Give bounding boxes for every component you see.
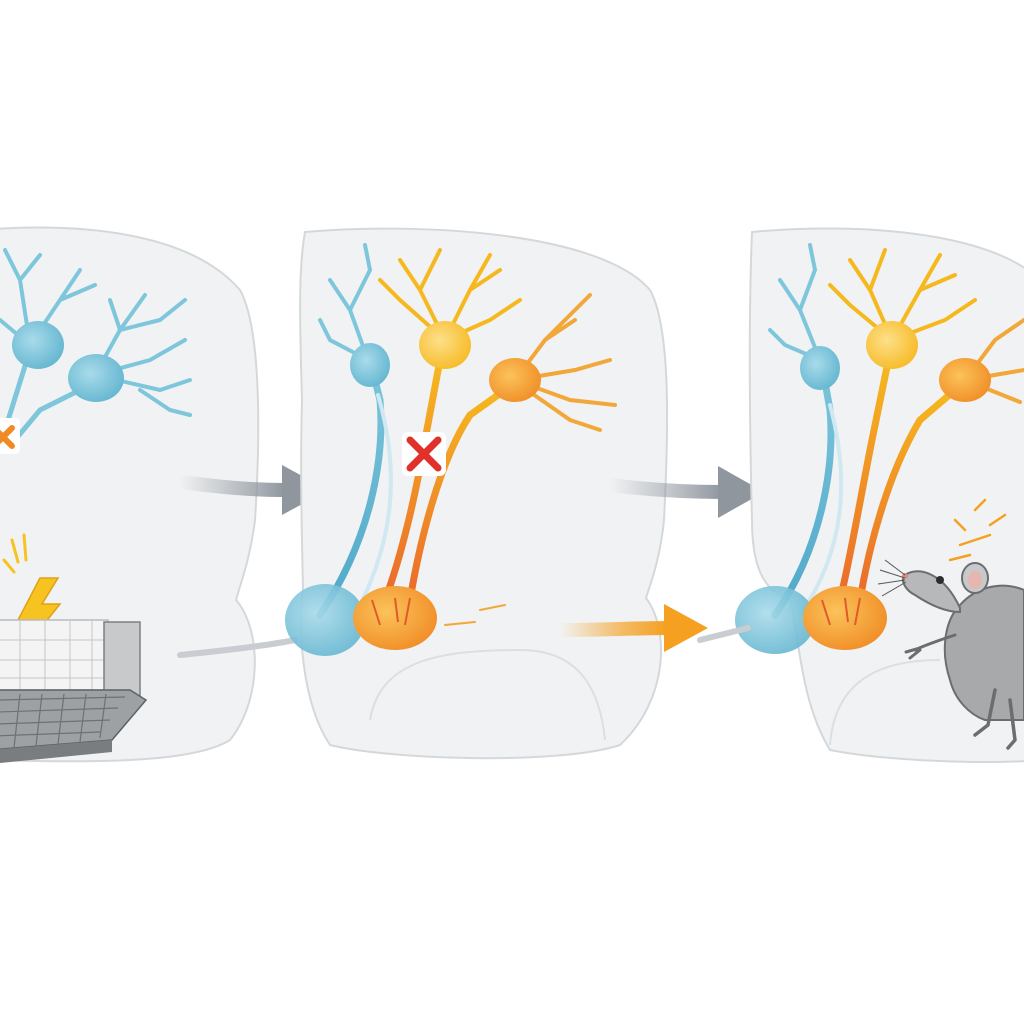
orange-neuron-body <box>489 358 541 402</box>
arrow-right-icon <box>553 604 708 652</box>
panel-3 <box>697 227 1024 763</box>
blue-nucleus <box>735 586 815 654</box>
signal-line <box>177 637 298 658</box>
orange-neuron-body <box>939 358 991 402</box>
brain-fold <box>369 648 606 741</box>
yellow-neuron <box>828 248 977 604</box>
blue-nucleus <box>285 584 365 656</box>
yellow-neuron-body <box>866 321 918 369</box>
orange-nucleus <box>353 586 437 650</box>
mouse-icon <box>877 559 1024 750</box>
orange-neuron <box>406 293 617 604</box>
arrow-right-icon <box>603 466 764 518</box>
activity-marks <box>948 498 1007 562</box>
brain-outline <box>299 227 669 760</box>
orange-nucleus <box>803 586 887 650</box>
blue-neuron-body <box>12 321 64 369</box>
yellow-neuron-body <box>419 321 471 369</box>
blue-neuron <box>12 293 192 443</box>
cross-icon <box>0 418 20 454</box>
blue-neuron <box>768 243 844 619</box>
blue-neuron-body <box>800 346 840 390</box>
blue-neuron-body <box>350 343 390 387</box>
panel-2 <box>285 227 669 760</box>
brain-fold <box>829 659 941 746</box>
keyboard-icon <box>0 619 148 764</box>
blue-neuron-body <box>68 354 124 402</box>
cross-icon <box>402 432 446 476</box>
panel-1 <box>0 226 298 764</box>
